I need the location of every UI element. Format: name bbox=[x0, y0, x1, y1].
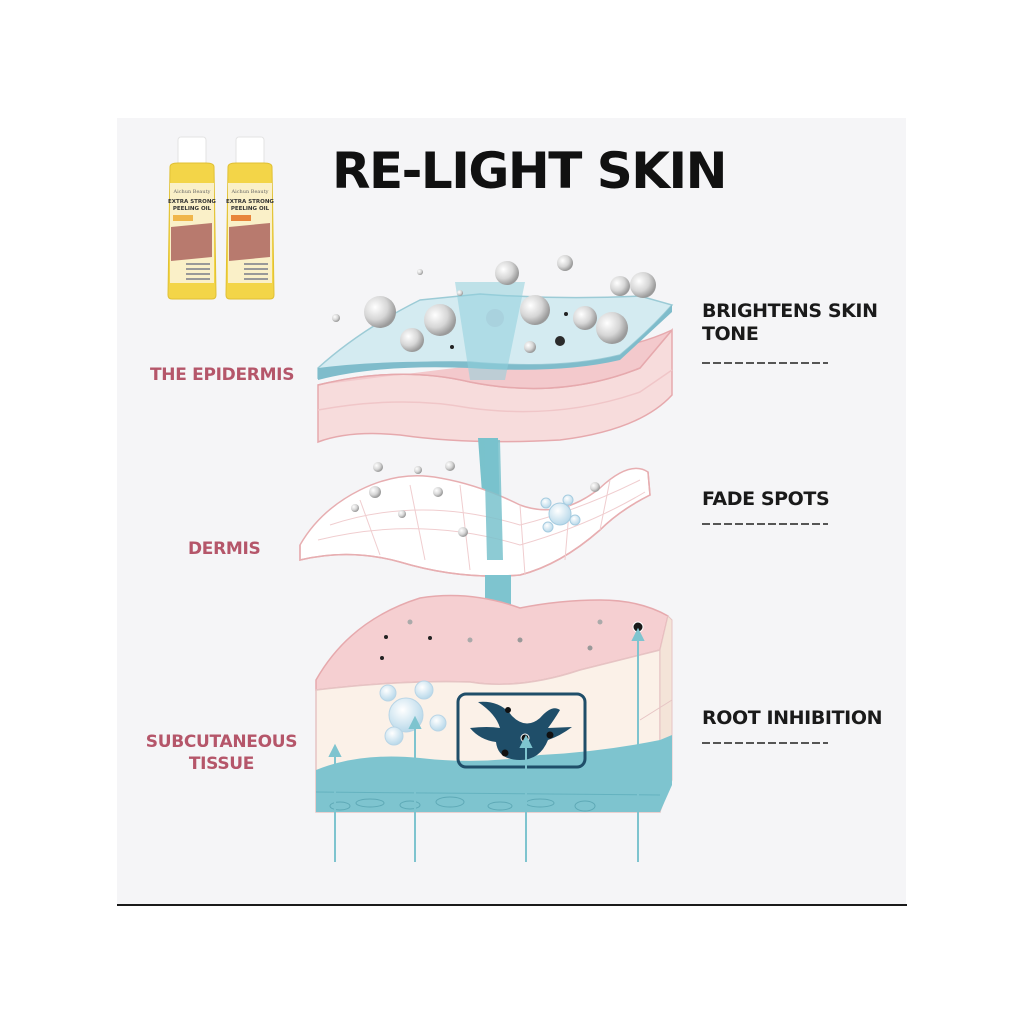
bottom-divider bbox=[117, 904, 907, 906]
bottle-left: Aichun Beauty EXTRA STRONG PEELING OIL bbox=[167, 136, 217, 300]
benefit-brightens-line2: TONE bbox=[702, 323, 759, 345]
melanocyte-box bbox=[456, 692, 587, 769]
label-subcutaneous-line2: TISSUE bbox=[188, 754, 255, 774]
benefit-divider bbox=[702, 362, 828, 364]
label-subcutaneous-line1: SUBCUTANEOUS bbox=[145, 732, 298, 752]
up-arrows bbox=[328, 627, 645, 862]
subcutaneous-layer bbox=[315, 594, 673, 862]
label-dermis: DERMIS bbox=[188, 539, 261, 559]
product-bottles-image: Aichun Beauty EXTRA STRONG PEELING OIL A… bbox=[167, 136, 275, 300]
label-subcutaneous: SUBCUTANEOUS TISSUE bbox=[134, 731, 309, 775]
dermis-layer bbox=[299, 440, 651, 577]
page-title: RE-LIGHT SKIN bbox=[332, 142, 727, 200]
svg-text:Aichun Beauty: Aichun Beauty bbox=[173, 189, 211, 195]
benefit-fade-spots: FADE SPOTS bbox=[702, 488, 830, 510]
benefit-root-inhibition: ROOT INHIBITION bbox=[702, 707, 883, 729]
benefit-divider bbox=[702, 742, 828, 744]
svg-text:EXTRA STRONG: EXTRA STRONG bbox=[168, 199, 216, 205]
benefit-brightens-line1: BRIGHTENS SKIN bbox=[702, 300, 878, 322]
svg-text:PEELING OIL: PEELING OIL bbox=[231, 206, 270, 212]
svg-text:PEELING OIL: PEELING OIL bbox=[173, 206, 212, 212]
benefit-divider bbox=[702, 523, 828, 525]
benefit-brightens: BRIGHTENS SKIN TONE bbox=[702, 300, 878, 346]
epidermis-layer bbox=[317, 255, 674, 444]
bottle-right: Aichun Beauty EXTRA STRONG PEELING OIL bbox=[225, 136, 275, 300]
svg-text:Aichun Beauty: Aichun Beauty bbox=[231, 189, 269, 195]
label-epidermis: THE EPIDERMIS bbox=[150, 365, 295, 385]
svg-text:EXTRA STRONG: EXTRA STRONG bbox=[226, 199, 274, 205]
